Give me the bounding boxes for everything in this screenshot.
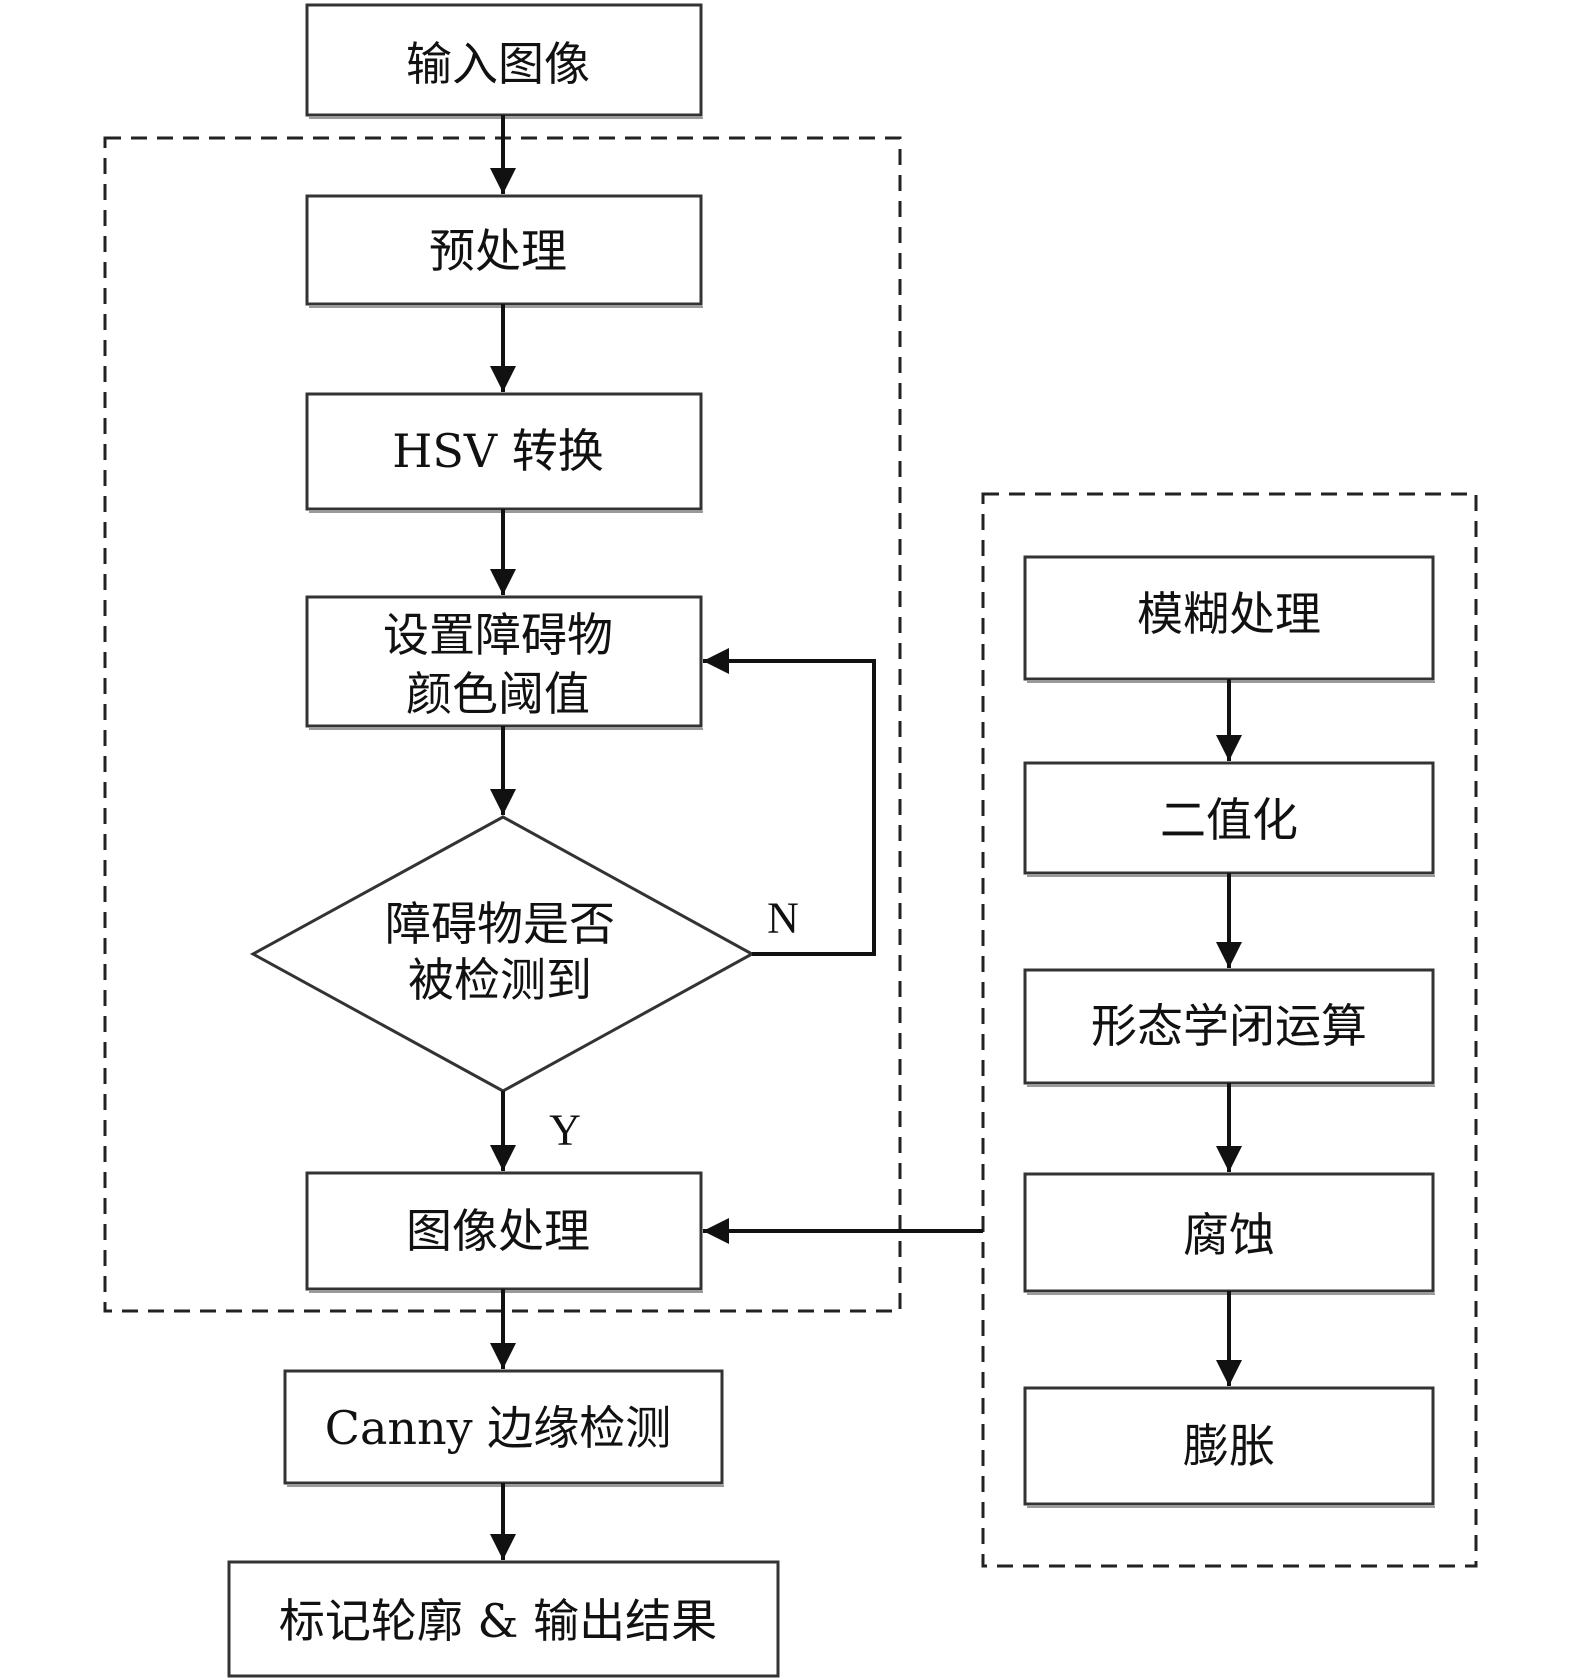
binarize-label: 二值化 — [1160, 793, 1298, 847]
set-threshold-box: 设置障碍物 颜色阈值 — [305, 595, 703, 730]
decision-label-line1: 障碍物是否 — [385, 897, 615, 951]
canny-box: Canny 边缘检测 — [283, 1369, 724, 1487]
arrow-decision-no-loop — [703, 648, 876, 956]
hsv-convert-box: HSV 转换 — [305, 392, 703, 513]
blur-box: 模糊处理 — [1023, 555, 1435, 683]
input-image-box: 输入图像 — [305, 3, 703, 119]
decision-diamond: 障碍物是否 被检测到 — [249, 815, 756, 1093]
decision-label-line2: 被检测到 — [408, 953, 592, 1007]
dilate-box: 膨胀 — [1023, 1386, 1435, 1508]
binarize-box: 二值化 — [1023, 761, 1435, 877]
set-threshold-label-line1: 设置障碍物 — [383, 608, 613, 662]
blur-label: 模糊处理 — [1137, 587, 1321, 641]
yes-label: Y — [549, 1106, 581, 1155]
image-processing-box: 图像处理 — [305, 1171, 703, 1293]
image-processing-label: 图像处理 — [406, 1204, 590, 1258]
morph-close-box: 形态学闭运算 — [1023, 968, 1435, 1087]
set-threshold-label-line2: 颜色阈值 — [406, 667, 590, 721]
output-label: 标记轮廓 & 输出结果 — [279, 1594, 717, 1648]
image-processing-group — [981, 492, 1478, 1568]
output-box: 标记轮廓 & 输出结果 — [227, 1560, 780, 1678]
preprocess-label: 预处理 — [429, 224, 567, 278]
dilate-label: 膨胀 — [1183, 1419, 1275, 1473]
hsv-convert-label: HSV 转换 — [392, 424, 603, 478]
canny-label: Canny 边缘检测 — [325, 1401, 671, 1455]
preprocess-box: 预处理 — [305, 194, 703, 308]
erode-label: 腐蚀 — [1183, 1208, 1275, 1262]
input-image-label: 输入图像 — [406, 37, 590, 91]
morph-close-label: 形态学闭运算 — [1091, 999, 1367, 1053]
erode-box: 腐蚀 — [1023, 1172, 1435, 1295]
no-label: N — [767, 894, 799, 943]
